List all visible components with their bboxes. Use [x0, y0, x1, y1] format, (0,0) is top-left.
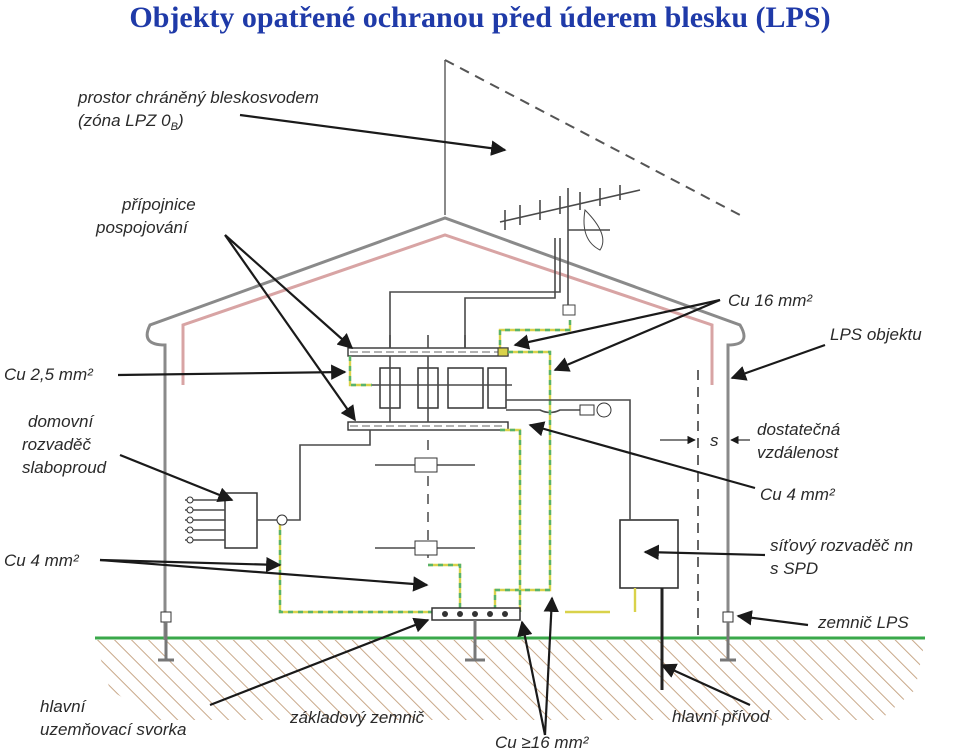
labels: prostor chráněný bleskosvodem (zóna LPZ … [4, 88, 922, 752]
label-busbar-2: pospojování [95, 218, 190, 237]
label-domovni-1: domovní [28, 412, 95, 431]
label-distribution-board-1: síťový rozvaděč nn [770, 536, 913, 555]
bonding-busbar-upper [347, 347, 509, 357]
label-foundation-earth: základový zemnič [289, 708, 425, 727]
s-symbol: s [710, 431, 719, 450]
line-equipment [375, 457, 475, 556]
label-domovni-2: rozvaděč [22, 435, 91, 454]
lps-earth-electrodes [158, 611, 736, 662]
protected-zone-boundary [444, 59, 741, 216]
separation-distance-marker: s [660, 370, 750, 640]
label-lps-object: LPS objektu [830, 325, 922, 344]
main-earthing-terminal [431, 607, 521, 662]
label-cu16-bottom: Cu ≥16 mm² [495, 733, 590, 752]
label-cu4-left: Cu 4 mm² [4, 551, 80, 570]
label-cu25: Cu 2,5 mm² [4, 365, 94, 384]
house-outline [145, 216, 746, 640]
bonding-busbar-lower [347, 421, 509, 431]
antenna [499, 185, 641, 316]
bonding-conductors [278, 350, 610, 614]
label-lpz-zone: (zóna LPZ 0B) [78, 111, 184, 133]
label-busbar-1: přípojnice [121, 195, 196, 214]
label-sufficient-2: vzdálenost [757, 443, 840, 462]
pointer-arrows [99, 113, 826, 736]
label-distribution-board-2: s SPD [770, 559, 818, 578]
label-protected-space: prostor chráněný bleskosvodem [77, 88, 319, 107]
page-title: Objekty opatřené ochranou před úderem bl… [129, 1, 831, 34]
surge-protection-devices [372, 335, 512, 422]
label-cu4-right: Cu 4 mm² [760, 485, 836, 504]
label-domovni-3: slaboproud [22, 458, 107, 477]
label-earth-lps: zemnič LPS [817, 613, 909, 632]
label-main-supply: hlavní přívod [672, 707, 770, 726]
signal-cable [506, 402, 612, 418]
label-main-terminal-2: uzemňovací svorka [40, 720, 186, 739]
label-main-terminal-1: hlavní [40, 697, 88, 716]
domestic-low-voltage-board [185, 430, 371, 549]
label-cu16-top: Cu 16 mm² [728, 291, 813, 310]
label-sufficient-1: dostatečná [757, 420, 840, 439]
ground [95, 636, 925, 720]
antenna-conductors [389, 238, 572, 348]
